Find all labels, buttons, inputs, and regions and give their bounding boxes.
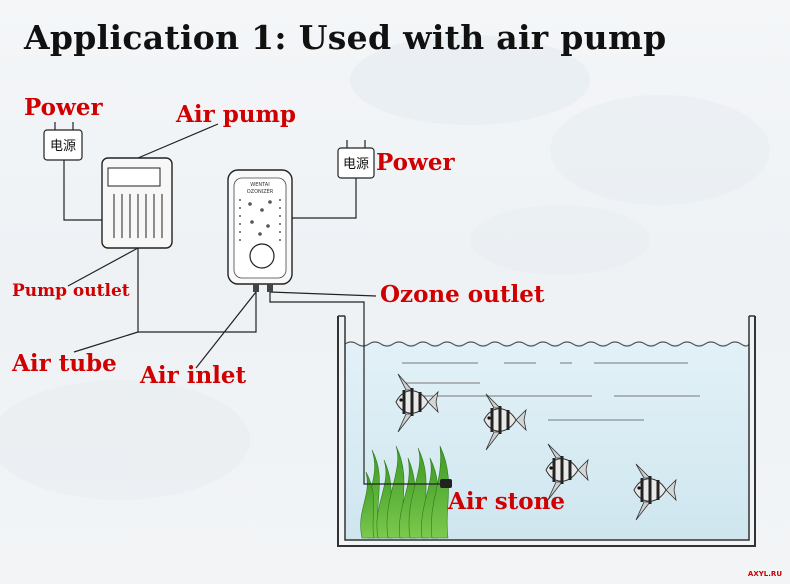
air-stone <box>440 479 452 488</box>
power-cord-left <box>63 160 104 221</box>
label-ozone-outlet: Ozone outlet <box>380 281 545 308</box>
label-air-stone: Air stone <box>448 488 565 515</box>
power-cord-right <box>290 178 357 219</box>
leader-air-tube <box>73 331 139 353</box>
watermark-credit: AXYL.RU <box>747 570 782 578</box>
angelfish <box>545 443 589 501</box>
angelfish <box>483 393 527 451</box>
tank-outline <box>337 316 756 547</box>
leader-ozone-outlet <box>269 291 377 297</box>
angelfish <box>395 373 439 433</box>
air-tube <box>137 248 257 333</box>
air-pump-device <box>101 157 173 249</box>
power-plug-right: 电源 <box>337 140 375 179</box>
power-chip-left: 电源 <box>50 139 76 154</box>
aquarium-plants <box>360 445 449 539</box>
ozonizer-device: WENTAI OZONIZER <box>227 169 293 292</box>
label-power-right: Power <box>376 149 455 176</box>
fish-group <box>395 373 677 521</box>
label-power-left: Power <box>24 94 103 121</box>
leader-pump-outlet <box>67 247 139 287</box>
ozonizer-dial <box>249 243 275 269</box>
ozone-tube <box>269 292 442 485</box>
ozonizer-brand: WENTAI <box>250 182 269 188</box>
background-texture <box>0 35 770 500</box>
leader-air-inlet <box>195 291 257 369</box>
power-chip-right: 电源 <box>343 157 369 172</box>
label-air-tube: Air tube <box>12 350 117 377</box>
water-surface <box>344 341 750 347</box>
leader-air-pump <box>137 123 219 159</box>
ozonizer-model: OZONIZER <box>247 189 274 195</box>
connection-lines <box>63 123 442 485</box>
power-plug-left: 电源 <box>43 122 83 161</box>
page-title: Application 1: Used with air pump <box>24 18 667 57</box>
angelfish <box>633 463 677 521</box>
label-air-inlet: Air inlet <box>140 362 247 389</box>
label-air-pump: Air pump <box>176 101 296 128</box>
label-pump-outlet: Pump outlet <box>12 281 130 301</box>
